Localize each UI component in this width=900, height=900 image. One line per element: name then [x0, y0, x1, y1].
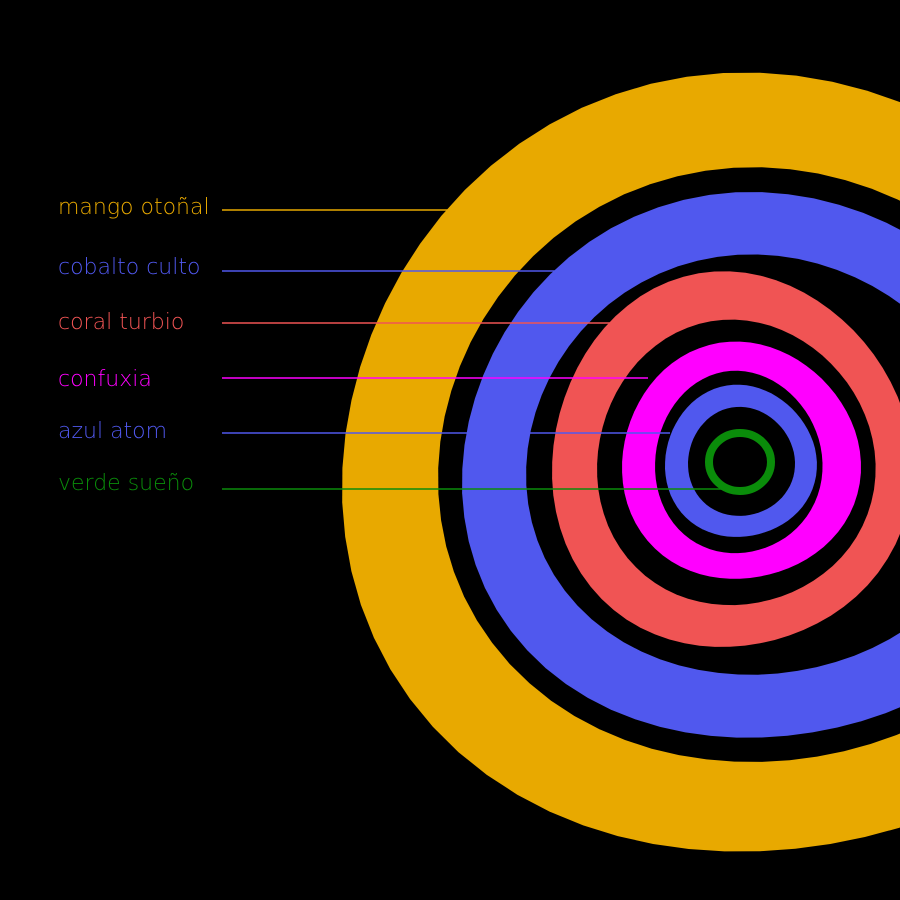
- ring-label: azul atom: [58, 419, 167, 444]
- ring-verde-sueno: [705, 429, 775, 495]
- ring-label: cobalto culto: [58, 255, 200, 280]
- ring-label: verde sueño: [58, 471, 194, 496]
- ring-label: coral turbio: [58, 310, 184, 335]
- ring-label: mango otoñal: [58, 195, 210, 220]
- ring-label: confuxia: [58, 367, 152, 392]
